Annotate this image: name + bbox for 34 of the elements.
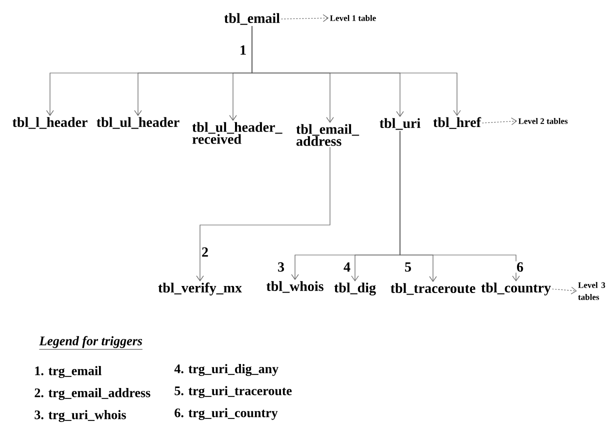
table-name: tbl_whois <box>266 281 324 293</box>
level-note: Level 2 tables <box>518 118 568 124</box>
legend-item: 6. trg_uri_country <box>174 408 278 420</box>
table-name: tbl_email_ address <box>296 124 360 146</box>
table-name: tbl_ul_header <box>96 117 180 129</box>
legend-heading: Legend for triggers <box>39 336 143 350</box>
level-note: Level 1 table <box>330 15 376 21</box>
edge-label: 5 <box>404 261 412 273</box>
table-name: tbl_href <box>433 117 482 129</box>
legend-item: 5. trg_uri_traceroute <box>174 386 292 398</box>
table-name: tbl_country <box>481 282 551 296</box>
edge-label: 1 <box>238 44 248 56</box>
legend-item: 2. trg_email_address <box>34 388 150 400</box>
legend-item: 3. trg_uri_whois <box>34 410 126 422</box>
arrow <box>400 130 520 282</box>
legend-item: 1. trg_email <box>35 366 102 378</box>
table-name: tbl_dig <box>334 282 376 296</box>
dashed-arrow <box>280 14 329 22</box>
table-name: tbl_uri <box>380 118 420 130</box>
dashed-arrow <box>552 286 577 294</box>
legend-item: 4. trg_uri_dig_any <box>174 364 278 376</box>
edge-label: 3 <box>276 261 286 273</box>
edge-label: 4 <box>342 261 352 273</box>
dashed-arrow <box>482 118 518 126</box>
edge-label: 6 <box>516 261 524 273</box>
table-name: tbl_l_header <box>12 117 88 129</box>
arrow <box>196 146 330 282</box>
table-name: tbl_email <box>224 13 280 25</box>
table-name: tbl_ul_header_ received <box>192 122 282 144</box>
table-name: tbl_traceroute <box>390 283 476 295</box>
edge-label: 2 <box>200 246 210 258</box>
arrow <box>252 26 461 116</box>
table-name: tbl_verify_mx <box>158 282 242 296</box>
level-note: Level 3 tables <box>578 282 606 300</box>
